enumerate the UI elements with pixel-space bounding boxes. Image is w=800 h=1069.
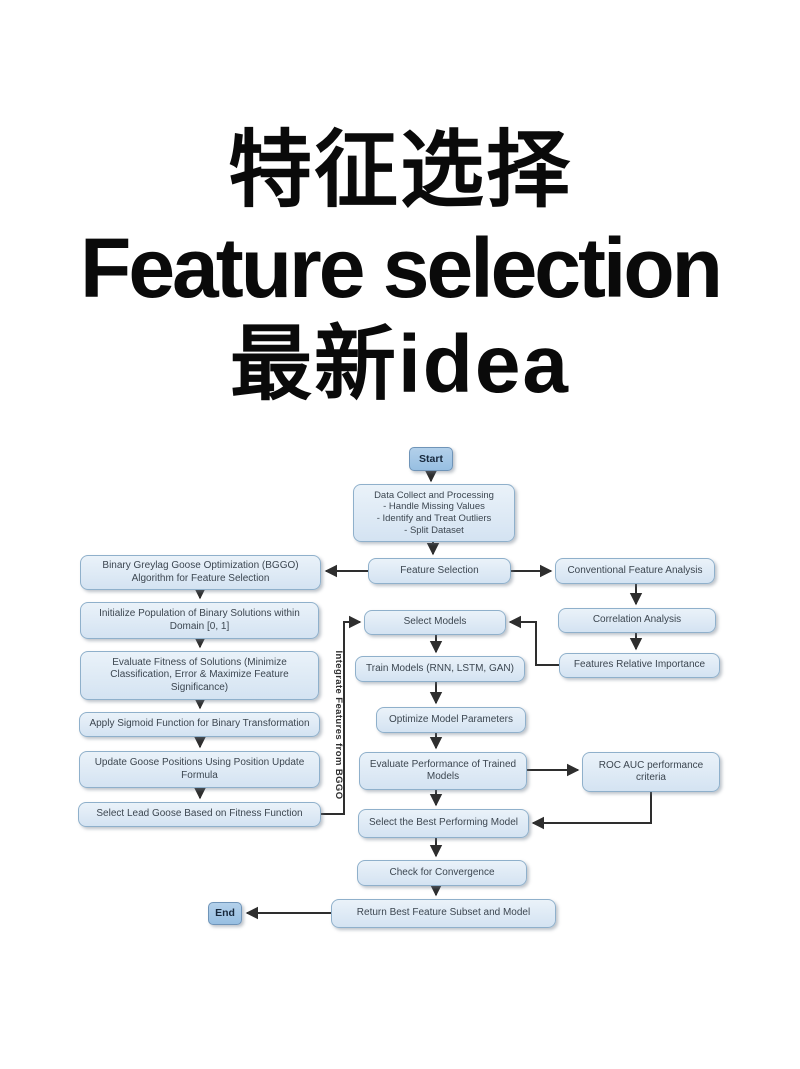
node-evaluate-fitness: Evaluate Fitness of Solutions (Minimize … — [80, 651, 319, 700]
arrow-select-lead-to-select-models — [321, 615, 362, 815]
flowchart: Start Data Collect and Processing - Hand… — [0, 440, 800, 970]
integrate-features-label: Integrate Features from BGGO — [333, 650, 344, 800]
node-end: End — [208, 902, 242, 925]
node-correlation-analysis: Correlation Analysis — [558, 608, 716, 633]
node-select-best-model: Select the Best Performing Model — [358, 809, 529, 838]
node-return-best-subset: Return Best Feature Subset and Model — [331, 899, 556, 928]
node-evaluate-performance: Evaluate Performance of Trained Models — [359, 752, 527, 790]
node-roc-auc-criteria: ROC AUC performance criteria — [582, 752, 720, 792]
title-line-idea: 最新idea — [229, 319, 571, 410]
title-line-english: Feature selection — [80, 221, 723, 315]
node-data-collect-bullet: - Handle Missing Values — [383, 501, 485, 513]
node-data-collect-bullet: - Split Dataset — [404, 524, 464, 536]
node-check-convergence: Check for Convergence — [357, 860, 527, 886]
node-initialize-population: Initialize Population of Binary Solution… — [80, 602, 319, 639]
poster-title: 特征选择 Feature selection 最新idea — [0, 120, 800, 414]
arrow-roc-auc-to-select-best — [531, 792, 652, 830]
node-data-collect-bullet: - Identify and Treat Outliers — [376, 513, 492, 524]
node-update-goose-positions: Update Goose Positions Using Position Up… — [79, 751, 320, 788]
node-select-models: Select Models — [364, 610, 506, 635]
node-train-models: Train Models (RNN, LSTM, GAN) — [355, 656, 525, 682]
node-feature-selection: Feature Selection — [368, 558, 511, 584]
flowchart-edges-layer — [193, 469, 652, 920]
title-line-chinese: 特征选择 — [227, 123, 572, 217]
arrow-features-importance-to-select-models — [508, 615, 559, 666]
node-conventional-feature-analysis: Conventional Feature Analysis — [555, 558, 715, 584]
node-bggo-algorithm: Binary Greylag Goose Optimization (BGGO)… — [80, 555, 321, 590]
node-data-collect-title: Data Collect and Processing — [374, 489, 494, 501]
node-optimize-parameters: Optimize Model Parameters — [376, 707, 526, 733]
node-start: Start — [409, 447, 453, 471]
node-features-relative-importance: Features Relative Importance — [559, 653, 720, 678]
node-apply-sigmoid: Apply Sigmoid Function for Binary Transf… — [79, 712, 320, 737]
node-select-lead-goose: Select Lead Goose Based on Fitness Funct… — [78, 802, 321, 827]
node-data-collect: Data Collect and Processing - Handle Mis… — [353, 484, 515, 542]
